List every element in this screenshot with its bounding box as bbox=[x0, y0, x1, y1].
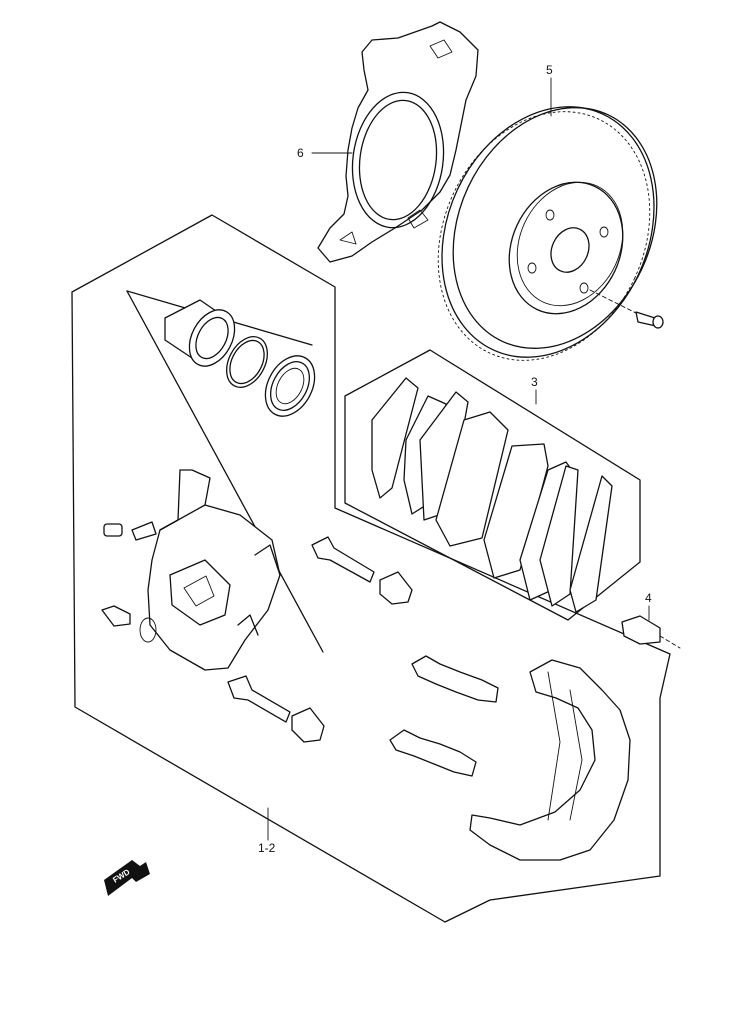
callout-3: 3 bbox=[531, 375, 538, 389]
piston-seal bbox=[226, 336, 268, 388]
callout-4: 4 bbox=[645, 591, 652, 605]
pad-set-outline bbox=[344, 349, 641, 621]
dust-boot bbox=[264, 355, 316, 417]
callout-leaders bbox=[267, 77, 650, 841]
pad-clips bbox=[389, 655, 499, 777]
callout-5: 5 bbox=[546, 63, 553, 77]
brake-pads bbox=[371, 377, 613, 613]
guide-pin-lower bbox=[227, 675, 325, 743]
caliper-body bbox=[101, 469, 281, 671]
fwd-arrow-icon: FWD bbox=[104, 860, 150, 896]
caliper-carrier bbox=[469, 659, 631, 861]
callout-1-2: 1-2 bbox=[258, 841, 276, 855]
dust-shield bbox=[317, 21, 479, 263]
carrier-bolt bbox=[621, 615, 681, 649]
callout-6: 6 bbox=[297, 146, 304, 160]
guide-pin-upper bbox=[311, 536, 413, 605]
piston bbox=[164, 299, 236, 367]
brake-disc bbox=[437, 106, 664, 361]
